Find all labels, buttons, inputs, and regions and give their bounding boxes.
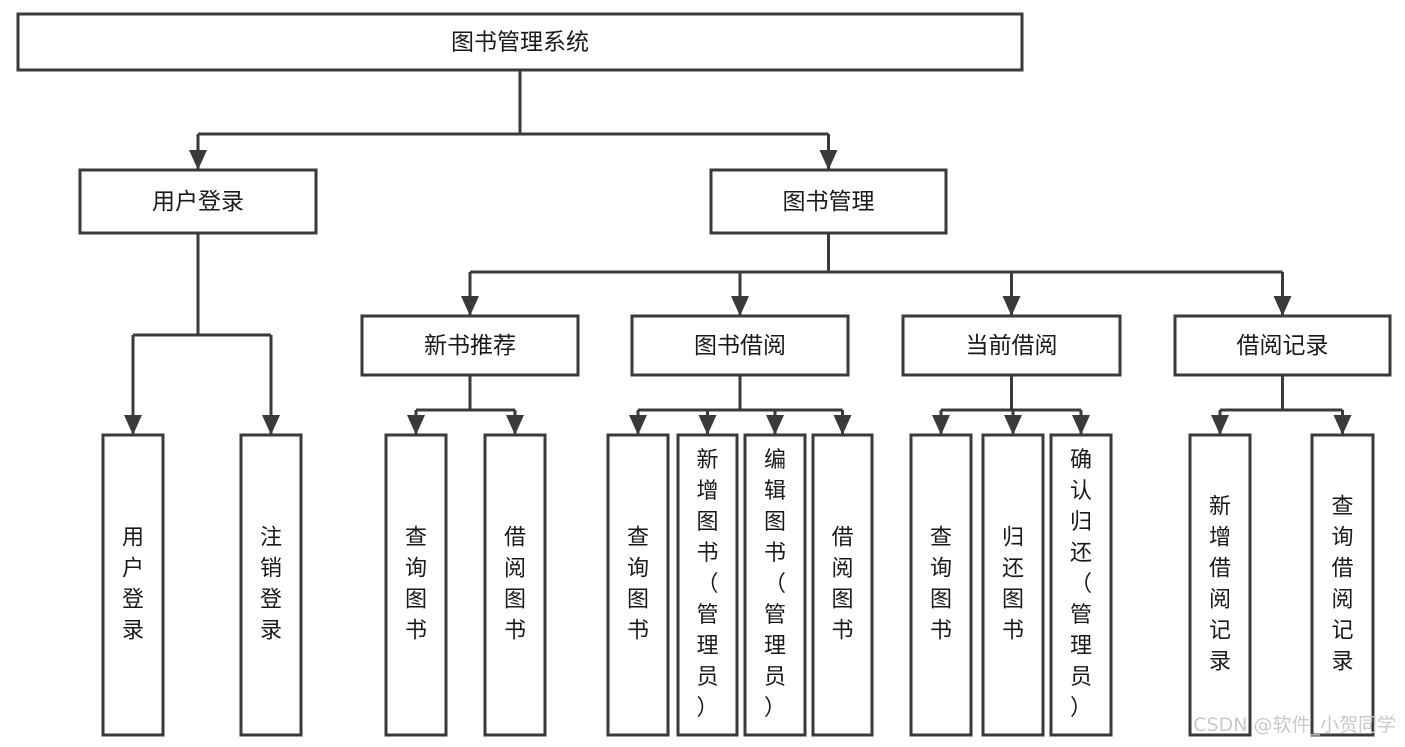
- node-label: 用户登录: [122, 526, 144, 644]
- leaf-node-leaf-confirm-return[interactable]: 确认归还（管理员）: [1049, 433, 1113, 737]
- node-rect[interactable]: [606, 433, 670, 737]
- node-rect[interactable]: [1173, 314, 1392, 377]
- node-rect[interactable]: [384, 433, 448, 737]
- level3-node-borrow-record[interactable]: 借阅记录: [1173, 314, 1392, 377]
- node-label: 查询借阅记录: [1331, 495, 1353, 675]
- node-label: 新增图书（管理员）: [696, 448, 718, 721]
- arrow-head: [124, 415, 142, 435]
- arrow-head: [1211, 415, 1229, 435]
- node-label: 查询图书: [627, 526, 649, 644]
- node-label: 确认归还（管理员）: [1070, 448, 1092, 721]
- node-rect[interactable]: [101, 433, 165, 737]
- node-label: 借阅图书: [504, 526, 526, 644]
- node-label: 新增借阅记录: [1209, 495, 1231, 675]
- node-label: 查询图书: [405, 526, 427, 644]
- level3-node-current-borrow[interactable]: 当前借阅: [901, 314, 1122, 377]
- node-rect[interactable]: [16, 12, 1024, 72]
- node-label: 图书管理: [783, 189, 875, 215]
- arrow-head: [932, 415, 950, 435]
- node-rect[interactable]: [1188, 433, 1252, 737]
- arrow-head: [698, 415, 717, 435]
- arrow-head: [819, 150, 838, 170]
- arrow-head: [1333, 415, 1352, 435]
- arrow-head: [766, 415, 784, 435]
- arrow-head: [1002, 296, 1021, 316]
- node-label: 新书推荐: [424, 333, 516, 359]
- node-label: 借阅记录: [1237, 333, 1329, 359]
- arrow-head: [731, 296, 749, 316]
- arrow-head: [629, 415, 647, 435]
- level3-node-new-book-recommend[interactable]: 新书推荐: [360, 314, 580, 377]
- leaf-node-leaf-borrow-book-rec[interactable]: 借阅图书: [483, 433, 547, 737]
- node-rect[interactable]: [360, 314, 580, 377]
- node-label: 查询图书: [930, 526, 952, 644]
- csdn-watermark: CSDN @软件_小贺同学: [1193, 714, 1396, 736]
- arrow-head: [506, 415, 524, 435]
- node-boxes: 图书管理系统用户登录图书管理新书推荐图书借阅当前借阅借阅记录用户登录注销登录查询…: [16, 12, 1392, 737]
- leaf-node-leaf-add-book[interactable]: 新增图书（管理员）: [676, 433, 739, 737]
- leaf-node-leaf-query-book-rec[interactable]: 查询图书: [384, 433, 448, 737]
- node-rect[interactable]: [1310, 433, 1375, 737]
- node-rect[interactable]: [78, 168, 318, 235]
- node-rect[interactable]: [630, 314, 850, 377]
- arrow-head: [833, 415, 852, 435]
- leaf-node-leaf-add-record[interactable]: 新增借阅记录: [1188, 433, 1252, 737]
- node-rect[interactable]: [811, 433, 874, 737]
- node-label: 当前借阅: [966, 333, 1058, 359]
- node-rect[interactable]: [239, 433, 303, 737]
- leaf-node-leaf-borrow-book[interactable]: 借阅图书: [811, 433, 874, 737]
- node-label: 图书管理系统: [451, 30, 589, 56]
- node-rect[interactable]: [901, 314, 1122, 377]
- arrow-head: [1004, 415, 1022, 435]
- node-rect[interactable]: [981, 433, 1045, 737]
- arrow-head: [407, 415, 425, 435]
- node-rect[interactable]: [1049, 433, 1113, 737]
- node-label: 图书借阅: [694, 333, 786, 359]
- arrow-head: [461, 296, 479, 316]
- node-rect[interactable]: [676, 433, 739, 737]
- node-label: 归还图书: [1002, 526, 1024, 644]
- root-node-root[interactable]: 图书管理系统: [16, 12, 1024, 72]
- node-label: 注销登录: [260, 526, 282, 644]
- connector-lines: [124, 70, 1352, 435]
- node-rect[interactable]: [909, 433, 973, 737]
- arrow-head: [1072, 415, 1090, 435]
- leaf-node-leaf-query-book-cur[interactable]: 查询图书: [909, 433, 973, 737]
- leaf-node-leaf-logout[interactable]: 注销登录: [239, 433, 303, 737]
- node-rect[interactable]: [743, 433, 807, 737]
- arrow-head: [1273, 296, 1292, 316]
- node-label: 编辑图书（管理员）: [764, 448, 786, 721]
- level2-node-user-login[interactable]: 用户登录: [78, 168, 318, 235]
- node-rect[interactable]: [483, 433, 547, 737]
- node-label: 借阅图书: [831, 526, 853, 644]
- leaf-node-leaf-edit-book[interactable]: 编辑图书（管理员）: [743, 433, 807, 737]
- arrow-head: [189, 150, 207, 170]
- leaf-node-leaf-return-book[interactable]: 归还图书: [981, 433, 1045, 737]
- node-label: 用户登录: [152, 189, 244, 215]
- node-rect[interactable]: [709, 168, 948, 235]
- level3-node-book-borrow[interactable]: 图书借阅: [630, 314, 850, 377]
- arrow-head: [262, 415, 280, 435]
- level2-node-book-manage[interactable]: 图书管理: [709, 168, 948, 235]
- leaf-node-leaf-query-book-borrow[interactable]: 查询图书: [606, 433, 670, 737]
- leaf-node-leaf-query-record[interactable]: 查询借阅记录: [1310, 433, 1375, 737]
- leaf-node-leaf-user-login[interactable]: 用户登录: [101, 433, 165, 737]
